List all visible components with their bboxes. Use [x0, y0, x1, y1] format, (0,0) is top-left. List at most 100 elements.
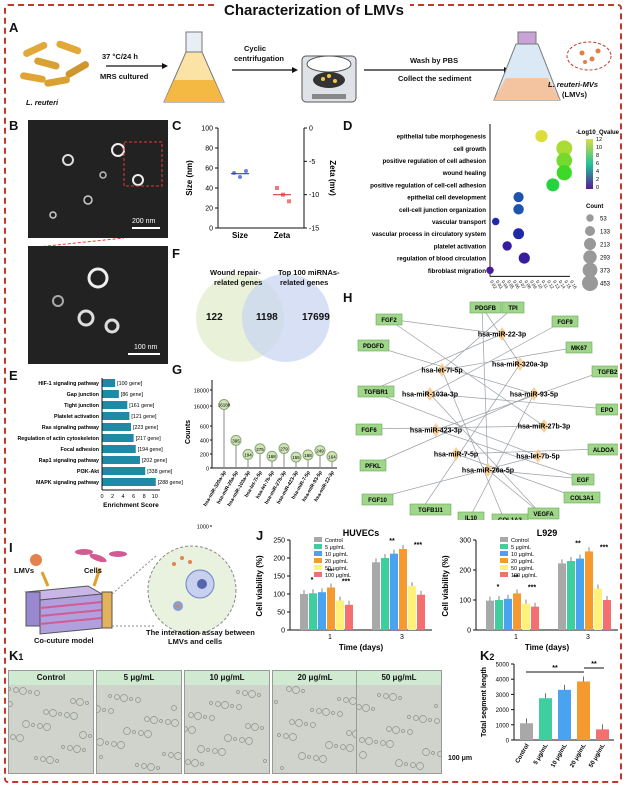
- gene-label: PDGFB: [475, 306, 497, 312]
- tick-label-right: -5: [309, 159, 315, 166]
- x-tick-label: 0.15: [563, 279, 572, 290]
- lollipop-head: [326, 451, 338, 463]
- lmv-icon: [30, 554, 42, 566]
- count-legend-bubble: [582, 275, 598, 291]
- cell-blob: [200, 762, 204, 766]
- x-tick-label: 0.14: [558, 279, 567, 290]
- mirna-label: hsa-miR-320a-3p: [492, 362, 548, 369]
- cell-blob: [337, 697, 341, 701]
- legend-swatch: [314, 565, 322, 570]
- bar: [531, 606, 539, 630]
- cell-blob: [171, 719, 179, 727]
- lollipop-head: [218, 398, 230, 410]
- venn-left-count: 122: [206, 312, 223, 323]
- lollipop-value: 395: [232, 438, 240, 443]
- cell-blob: [295, 719, 303, 727]
- significance-mark: ***: [342, 579, 350, 586]
- gene-label: FGF6: [361, 428, 377, 434]
- legend-label: 10 μg/mL: [325, 552, 348, 558]
- legend-label: 50 μg/mL: [511, 566, 534, 572]
- cell-blob: [111, 741, 117, 747]
- mirna-node: [533, 449, 543, 463]
- cell-blob: [73, 745, 81, 753]
- pathway-label: HIF-1 signaling pathway: [38, 381, 99, 387]
- gene-count-label: [194 gene]: [138, 447, 164, 453]
- gene-count-label: [288 gene]: [158, 480, 184, 486]
- lollipop-head: [278, 442, 290, 454]
- lollipop-head: [290, 451, 302, 463]
- venn-left-line2: related genes: [214, 278, 263, 287]
- go-term-bubble: [546, 178, 560, 192]
- micrograph: 5 μg/mL: [96, 670, 182, 774]
- network-h: hsa-miR-22-3phsa-miR-320a-3phsa-let-7i-5…: [355, 301, 618, 520]
- gene-node: [359, 459, 387, 472]
- legend-swatch: [500, 572, 508, 577]
- bar: [495, 600, 503, 630]
- cell-blob: [365, 737, 373, 745]
- lollipop-value: 168: [268, 454, 276, 459]
- bar: [309, 593, 317, 630]
- lollipop-head: [254, 443, 266, 455]
- color-bar: [586, 139, 593, 189]
- cell-blob: [277, 733, 281, 737]
- mirna-node: [425, 387, 435, 401]
- count-legend-bubble: [586, 214, 594, 222]
- legend-swatch: [500, 537, 508, 542]
- pathway-label: Ras signaling pathway: [42, 425, 99, 431]
- cells-icon: [75, 549, 127, 563]
- lollipop-value: 188: [304, 453, 312, 458]
- category-label: 50 μg/mL: [588, 743, 607, 769]
- cell-blob: [428, 718, 432, 722]
- network-edge: [369, 344, 535, 395]
- micrograph-label: 10 μg/mL: [185, 671, 269, 685]
- cell-blob: [212, 748, 218, 754]
- mirna-node: [431, 423, 441, 437]
- y-tick-label: 0: [467, 628, 471, 635]
- cell-blob: [322, 708, 330, 716]
- mirna-label: hsa-miR-423-3p: [410, 428, 462, 435]
- tick-label-left: 0: [209, 226, 213, 233]
- cell-blob: [386, 726, 392, 732]
- color-tick-label: 4: [596, 169, 599, 175]
- mirna-node: [483, 463, 493, 477]
- x-tick-label: 2: [111, 494, 114, 500]
- product-line2: (LMVs): [562, 90, 587, 99]
- cell-blob: [37, 723, 43, 729]
- count-legend-label: 53: [600, 217, 607, 223]
- cell-blob: [398, 696, 402, 700]
- gene-count-label: [223 gene]: [133, 425, 159, 431]
- significance-mark: **: [513, 574, 519, 581]
- legend-label: Control: [511, 538, 529, 544]
- panel-label-b: B: [9, 118, 19, 133]
- x-axis-label: Enrichment Score: [103, 502, 159, 509]
- cell-blob: [141, 763, 147, 769]
- cell-blob: [34, 690, 40, 696]
- x-tick-label: 0.06: [512, 279, 521, 290]
- step1-bottom: MRS cultured: [100, 72, 149, 81]
- x-tick-label: 4: [122, 494, 125, 500]
- legend-swatch: [500, 565, 508, 570]
- network-edge: [441, 369, 505, 520]
- cell-blob: [407, 729, 413, 735]
- cell-blob: [185, 759, 191, 765]
- y-tick-label: 200: [459, 568, 471, 575]
- cell-blob: [70, 712, 78, 720]
- venn-right-count: 17699: [302, 312, 330, 323]
- cell-blob: [162, 752, 166, 756]
- gene-node: [469, 301, 502, 314]
- gene-node: [355, 423, 383, 436]
- panel-label-a: A: [9, 20, 19, 35]
- mirna-node: [515, 357, 525, 371]
- mirna-label: hsa-let-7i-5p: [421, 368, 462, 375]
- cell-blob: [242, 690, 248, 696]
- cell-blob: [224, 734, 232, 742]
- panel-label-h: H: [343, 290, 353, 305]
- go-term-bubble: [486, 266, 494, 275]
- gene-node: [375, 313, 403, 326]
- gene-count-label: [161 gene]: [129, 403, 155, 409]
- cell-blob: [383, 693, 389, 699]
- cell-blob: [325, 741, 333, 749]
- legend-label: Control: [325, 538, 343, 544]
- cell-blob: [431, 751, 435, 755]
